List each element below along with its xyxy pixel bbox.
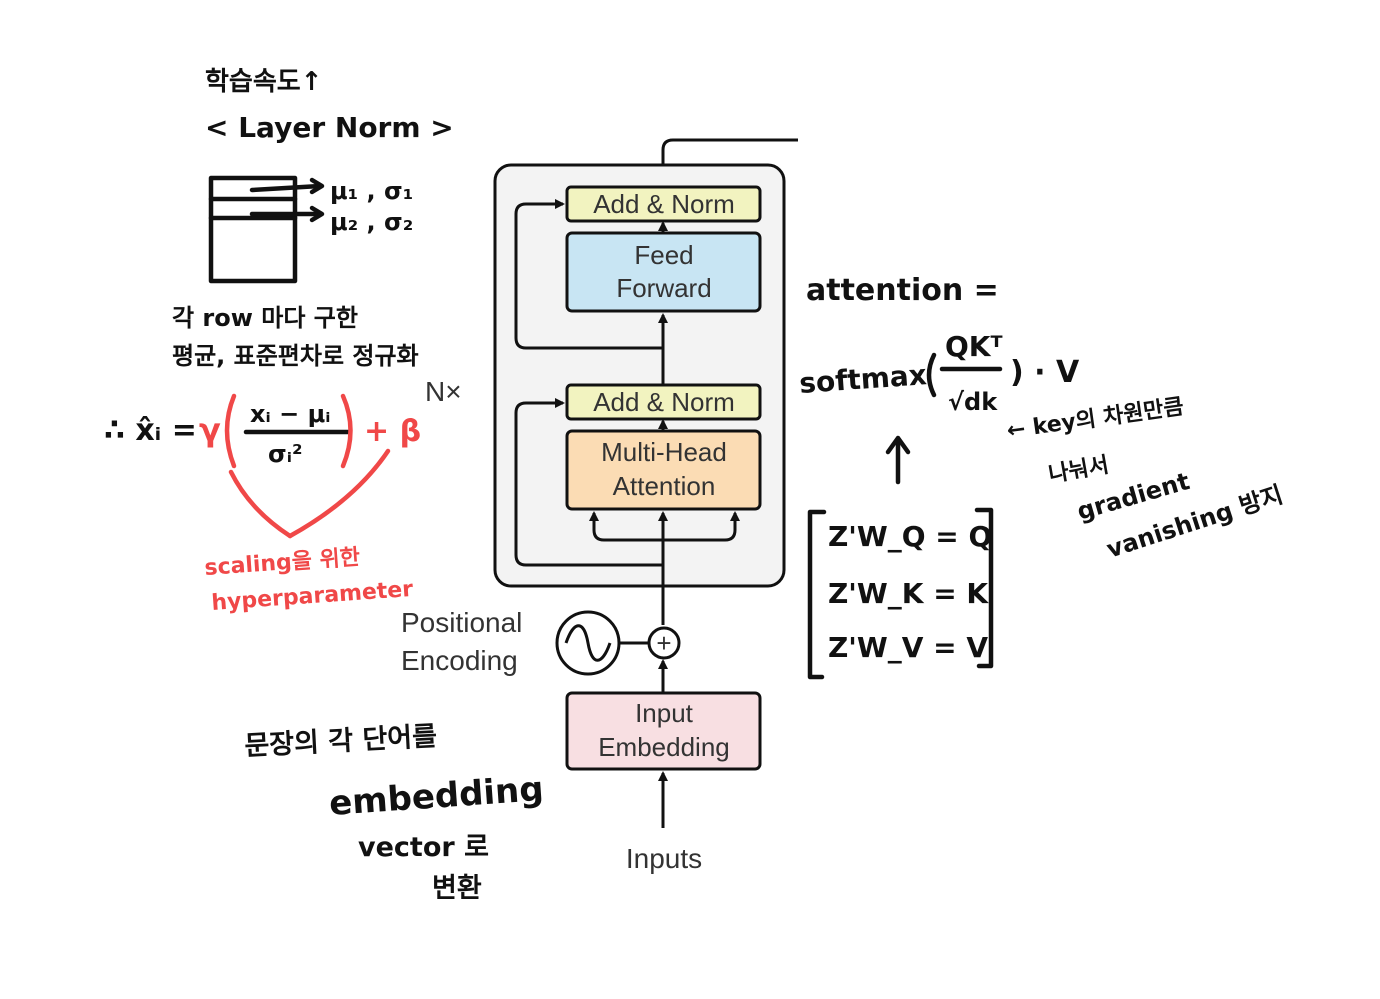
positional-encoding-label-line1: Positional <box>401 607 522 638</box>
layer-norm-title: < Layer Norm > <box>205 111 454 144</box>
multi-head-attention-block: Multi-Head Attention <box>565 429 762 511</box>
qkv-right-bracket <box>974 507 994 669</box>
formula-gamma: γ <box>199 411 221 449</box>
embedding-note-line4: 변환 <box>432 873 482 904</box>
formula-lhs: ∴ x̂ᵢ = <box>104 413 197 448</box>
encoder-diagram: Add & Norm Feed Forward Add & Norm Multi… <box>401 138 798 874</box>
scaling-note-line2: hyperparameter <box>211 577 414 616</box>
input-embedding-label-line1: Input <box>635 698 694 728</box>
attention-input-split-right <box>663 511 740 542</box>
formula-left-paren <box>224 393 237 469</box>
feed-forward-label-line2: Forward <box>616 273 711 303</box>
formula-numerator: xᵢ − μᵢ <box>250 400 330 428</box>
add-norm-bottom-label: Add & Norm <box>593 387 735 417</box>
positional-encoding-label-line2: Encoding <box>401 645 518 676</box>
multi-head-attention-label-line2: Attention <box>613 471 716 501</box>
qkv-to-formula-arrowhead <box>885 435 911 455</box>
input-embedding-block: Input Embedding <box>565 691 762 771</box>
nx-label: N× <box>425 376 462 407</box>
softmax-label: softmax <box>798 358 928 400</box>
softmax-left-paren <box>926 352 937 398</box>
add-norm-top-block: Add & Norm <box>565 185 762 223</box>
scale-note-line1: ← key의 차원만큼 <box>1005 394 1185 444</box>
row2-stats: μ₂ , σ₂ <box>330 208 413 236</box>
qkv-v-line: Z'W_V = V <box>828 631 988 664</box>
scaling-note-line1: scaling을 위한 <box>204 545 361 581</box>
row1-stats: μ₁ , σ₁ <box>330 177 413 205</box>
residual-bottom <box>514 398 663 567</box>
row1-arrowhead <box>309 177 325 195</box>
add-norm-top-label: Add & Norm <box>593 189 735 219</box>
embedding-note-line1: 문장의 각 단어를 <box>244 721 438 762</box>
attention-denominator: √dk <box>948 388 998 416</box>
add-norm-bottom-block: Add & Norm <box>565 383 762 421</box>
formula-denominator: σᵢ² <box>268 440 302 468</box>
attention-suffix: ) · V <box>1010 355 1080 390</box>
feed-forward-label-line1: Feed <box>634 240 693 270</box>
row1-arrow <box>249 183 323 193</box>
layer-norm-caption-line1: 각 row 마다 구한 <box>172 304 358 332</box>
add-symbol: + <box>656 628 671 658</box>
qkv-left-bracket <box>807 509 827 680</box>
feed-forward-block: Feed Forward <box>565 231 762 313</box>
layer-norm-heading: 학습속도↑ <box>205 67 322 97</box>
add-circle-icon <box>647 626 681 660</box>
embedding-note-line3: vector 로 <box>358 832 489 863</box>
qkv-k-line: Z'W_K = K <box>828 577 989 610</box>
encoder-output-line <box>661 138 798 186</box>
matrix-sketch <box>208 175 298 284</box>
multi-head-attention-label-line1: Multi-Head <box>601 437 727 467</box>
formula-beta: + β <box>364 414 421 449</box>
layer-norm-caption-line2: 평균, 표준편차로 정규화 <box>172 342 419 370</box>
formula-right-paren <box>340 393 353 469</box>
qkv-q-line: Z'W_Q = Q <box>828 520 992 553</box>
layer-norm-notes: 학습속도↑ < Layer Norm > μ₁ , σ₁ μ₂ , σ₂ 각 r… <box>104 67 454 616</box>
row2-arrowhead <box>309 205 325 223</box>
attention-input-split <box>589 511 663 542</box>
input-embedding-label-line2: Embedding <box>598 732 730 762</box>
inputs-label: Inputs <box>626 843 702 874</box>
embedding-note-line2: embedding <box>328 769 545 824</box>
scale-note-line2: 나눠서 <box>1047 453 1111 488</box>
positional-encoding: Positional Encoding + <box>401 607 681 676</box>
encoder-layer-frame <box>493 163 786 588</box>
attention-label: attention = <box>806 273 999 308</box>
attention-notes: attention = softmax QKᵀ √dk ) · V ← key의… <box>798 273 1286 680</box>
embedding-notes: 문장의 각 단어를 embedding vector 로 변환 <box>244 721 545 904</box>
red-curve-left <box>228 469 293 539</box>
residual-top <box>514 199 663 350</box>
red-curve-right <box>287 448 391 539</box>
attention-numerator: QKᵀ <box>945 330 1003 363</box>
